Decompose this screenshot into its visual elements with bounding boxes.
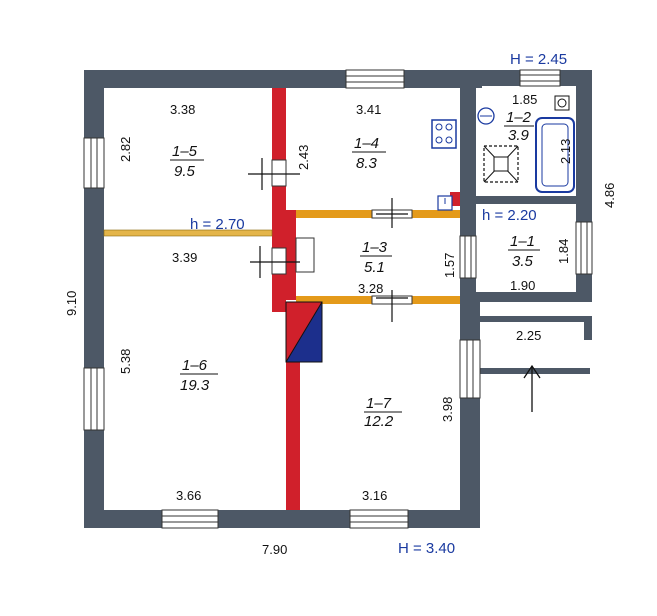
window-right-lower	[459, 339, 481, 399]
room-1-6: 1–6 19.3	[180, 357, 218, 394]
wall-bottom	[84, 510, 480, 528]
room-area: 8.3	[356, 155, 378, 172]
height-main: h = 2.70	[190, 216, 245, 233]
height-top-right: H = 2.45	[510, 51, 567, 68]
dim-r12-width: 1.85	[512, 92, 537, 107]
room-area: 3.9	[508, 127, 530, 144]
room-id: 1–1	[510, 233, 535, 250]
wall-red-stub	[286, 210, 296, 300]
room-1-7: 1–7 12.2	[364, 395, 402, 430]
dim-r12-height: 2.13	[558, 139, 573, 164]
entrance-arrow-icon	[523, 364, 541, 412]
height-bottom: H = 3.40	[398, 540, 455, 557]
room-1-4: 1–4 8.3	[352, 135, 386, 172]
room-id: 1–7	[366, 395, 392, 412]
inner-walls	[103, 88, 460, 510]
wall-annex-bottom	[460, 292, 592, 302]
dim-r13-width-top: 3.39	[172, 250, 197, 265]
dim-r17-height: 3.98	[440, 397, 455, 422]
room-area: 12.2	[364, 413, 394, 430]
door-corridor-left	[295, 237, 315, 273]
door-ticks	[248, 158, 408, 322]
window-bottom-left	[161, 509, 219, 529]
dim-r15-height: 2.82	[118, 137, 133, 162]
room-area: 19.3	[180, 377, 210, 394]
dim-r11-height: 1.84	[556, 239, 571, 264]
dim-annex-height: 4.86	[602, 183, 617, 208]
wall-orange-h	[103, 229, 273, 237]
room-id: 1–5	[172, 143, 198, 160]
window-annex-right	[575, 221, 593, 275]
door-15-corridor	[271, 159, 287, 187]
room-id: 1–2	[506, 109, 532, 126]
room-area: 5.1	[364, 259, 385, 276]
porch-wall-top	[480, 316, 590, 322]
wall-right-lower	[460, 300, 480, 528]
room-id: 1–6	[182, 357, 208, 374]
dim-r16-height: 5.38	[118, 349, 133, 374]
wall-bath-divider	[476, 196, 576, 204]
window-annex-top	[519, 69, 561, 87]
toilet-icon	[477, 107, 495, 125]
bathtub-icon	[535, 117, 575, 193]
room-area: 3.5	[512, 253, 534, 270]
wall-red-vertical-top	[272, 88, 286, 312]
dim-total-height: 9.10	[64, 291, 79, 316]
sink-icon	[437, 195, 453, 211]
windows	[83, 69, 593, 529]
room-1-5: 1–5 9.5	[170, 143, 204, 180]
dim-porch-width: 2.25	[516, 328, 541, 343]
window-left-bottom	[83, 367, 105, 431]
room-1-1: 1–1 3.5	[508, 233, 540, 270]
dim-r14-height: 2.43	[296, 145, 311, 170]
wall-red-corridor-right	[450, 192, 460, 206]
room-1-2: 1–2 3.9	[504, 109, 534, 144]
dim-total-width: 7.90	[262, 542, 287, 557]
dim-r13-width-bottom: 3.28	[358, 281, 383, 296]
dim-r15-width: 3.38	[170, 102, 195, 117]
window-annex-left	[459, 235, 477, 279]
window-top	[345, 69, 405, 89]
dim-r13-height: 1.57	[442, 253, 457, 278]
dim-r17-width: 3.16	[362, 488, 387, 503]
height-annex: h = 2.20	[482, 207, 537, 224]
stove-icon	[431, 119, 457, 149]
sink-small-icon	[554, 95, 570, 111]
wall-top-main	[84, 70, 482, 88]
porch-wall-right	[584, 316, 592, 340]
window-bottom-right	[349, 509, 409, 529]
dim-r11-width: 1.90	[510, 278, 535, 293]
window-left-top	[83, 137, 105, 189]
door-16-corridor	[271, 247, 287, 275]
room-area: 9.5	[174, 163, 196, 180]
room-id: 1–3	[362, 239, 388, 256]
room-1-3: 1–3 5.1	[360, 239, 392, 276]
dim-r16-width: 3.66	[176, 488, 201, 503]
room-id: 1–4	[354, 135, 379, 152]
dim-r14-width: 3.41	[356, 102, 381, 117]
shower-tray-icon	[483, 145, 519, 183]
